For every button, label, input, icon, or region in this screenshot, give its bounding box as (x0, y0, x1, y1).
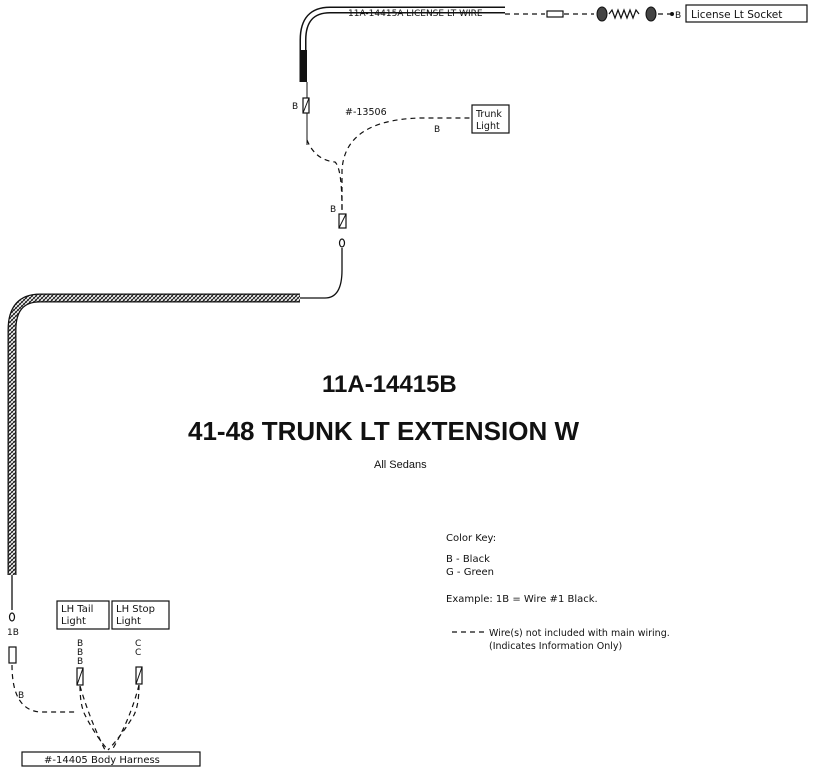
wire-code-b-tail-2: B (77, 648, 83, 658)
color-key-example: Example: 1B = Wire #1 Black. (446, 594, 598, 605)
trunk-light-dashed (306, 104, 510, 211)
wire-code-c-stop-2: C (135, 648, 141, 658)
applies-to: All Sedans (374, 459, 427, 471)
license-socket-label: License Lt Socket (691, 9, 782, 21)
wire-code-b-tail-1: B (77, 639, 83, 649)
lh-tail-label-2: Light (61, 616, 86, 627)
trunk-light-label-2: Light (476, 121, 500, 132)
color-key-heading: Color Key: (446, 533, 496, 544)
lh-tail-label-1: LH Tail (61, 604, 93, 615)
socket-wire-code: B (675, 11, 681, 21)
legend-text-2: (Indicates Information Only) (489, 641, 622, 652)
body-harness-label: #-14405 Body Harness (44, 755, 160, 766)
trunk-light-label-1: Trunk (475, 109, 502, 120)
main-harness (7, 213, 347, 575)
wire-code-b-left: B (18, 691, 24, 701)
lh-stop-label-1: LH Stop (116, 604, 155, 615)
wire-code-b-trunk: B (434, 125, 440, 135)
wire-code-b-tail-3: B (77, 657, 83, 667)
wire-code-1b: 1B (7, 628, 19, 638)
wire-code-b-upper: B (292, 102, 298, 112)
wire-code-c-stop-1: C (135, 639, 141, 649)
lh-stop-label-2: Light (116, 616, 141, 627)
legend-text-1: Wire(s) not included with main wiring. (489, 628, 670, 639)
license-wire-label: 11A-14415A LICENSE LT WIRE (348, 9, 483, 19)
license-wire (299, 4, 808, 145)
wire-code-b-mid: B (330, 205, 336, 215)
color-key-black: B - Black (446, 554, 490, 565)
bottom-connections (8, 575, 201, 767)
trunk-part-number: #-13506 (345, 107, 387, 118)
diagram-title: 11A-14415B (322, 371, 457, 398)
color-key-green: G - Green (446, 567, 494, 578)
diagram-subtitle: 41-48 TRUNK LT EXTENSION W (188, 416, 579, 446)
